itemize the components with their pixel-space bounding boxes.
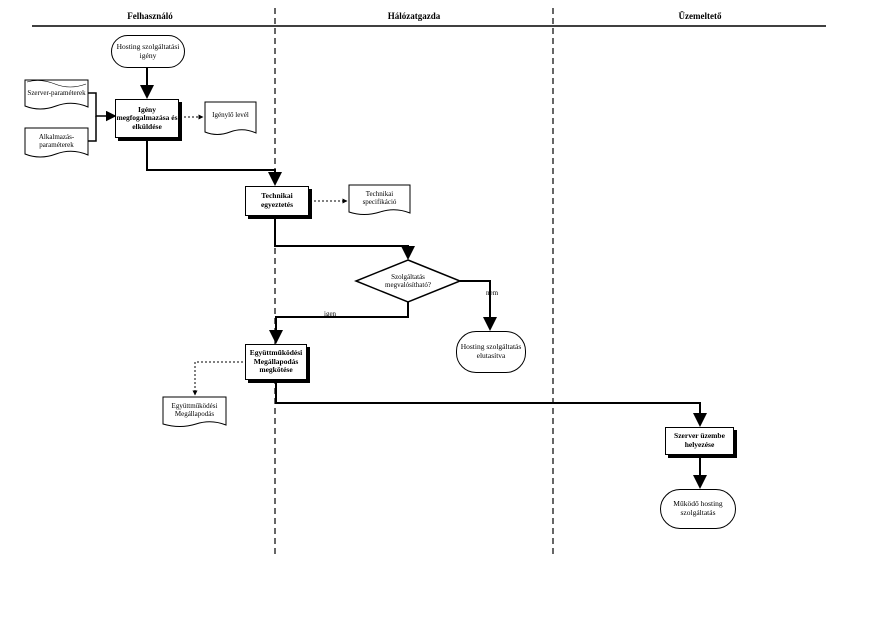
edge-decision-rejected — [460, 280, 497, 331]
edge-label-no: nem — [486, 289, 499, 297]
edge-request-tech — [146, 138, 282, 186]
request-letter-doc-shape — [204, 101, 257, 135]
lane-title-network: Hálózatgazda — [387, 11, 441, 21]
end-node: Működő hosting szolgáltatás — [660, 489, 736, 529]
app-params-doc-shape — [24, 127, 89, 158]
tech-spec-doc-shape — [348, 184, 411, 215]
agreement-doc-shape — [162, 396, 227, 427]
tech-spec-doc: Technikai specifikáció — [362, 189, 397, 206]
decision-label: Szolgáltatás megvalósítható? — [385, 272, 431, 289]
server-params-doc-wave — [26, 80, 87, 88]
request-node: Igény megfogalmazása és elküldése — [115, 99, 179, 138]
lane-title-user: Felhasználó — [127, 11, 173, 21]
rejected-node: Hosting szolgáltatás elutasítva — [456, 331, 526, 373]
edge-agreement-commission — [275, 380, 707, 427]
edge-decision-agreement — [269, 302, 409, 344]
start-node: Hosting szolgáltatási igény — [111, 35, 185, 68]
edge-label-yes: igen — [324, 310, 337, 318]
edge-appparams-request — [88, 116, 97, 142]
app-params-doc: Alkalmazás-paraméterek — [38, 132, 75, 149]
edge-tech-decision — [274, 216, 415, 260]
agreement-doc: Együttműködési Megállapodás — [171, 401, 218, 418]
request-letter-doc: Igénylő levél — [212, 110, 249, 119]
lane-title-operator: Üzemeltető — [678, 11, 722, 21]
edge-serverparams-request — [88, 92, 117, 122]
tech-reconcile-node: Technikai egyeztetés — [245, 186, 309, 216]
server-params-doc: Szerver-paraméterek — [27, 88, 86, 97]
commission-node: Szerver üzembe helyezése — [665, 427, 734, 455]
agreement-node: Együttműködési Megállapodás megkötése — [245, 344, 307, 380]
edge-agreement-doc — [192, 361, 243, 396]
